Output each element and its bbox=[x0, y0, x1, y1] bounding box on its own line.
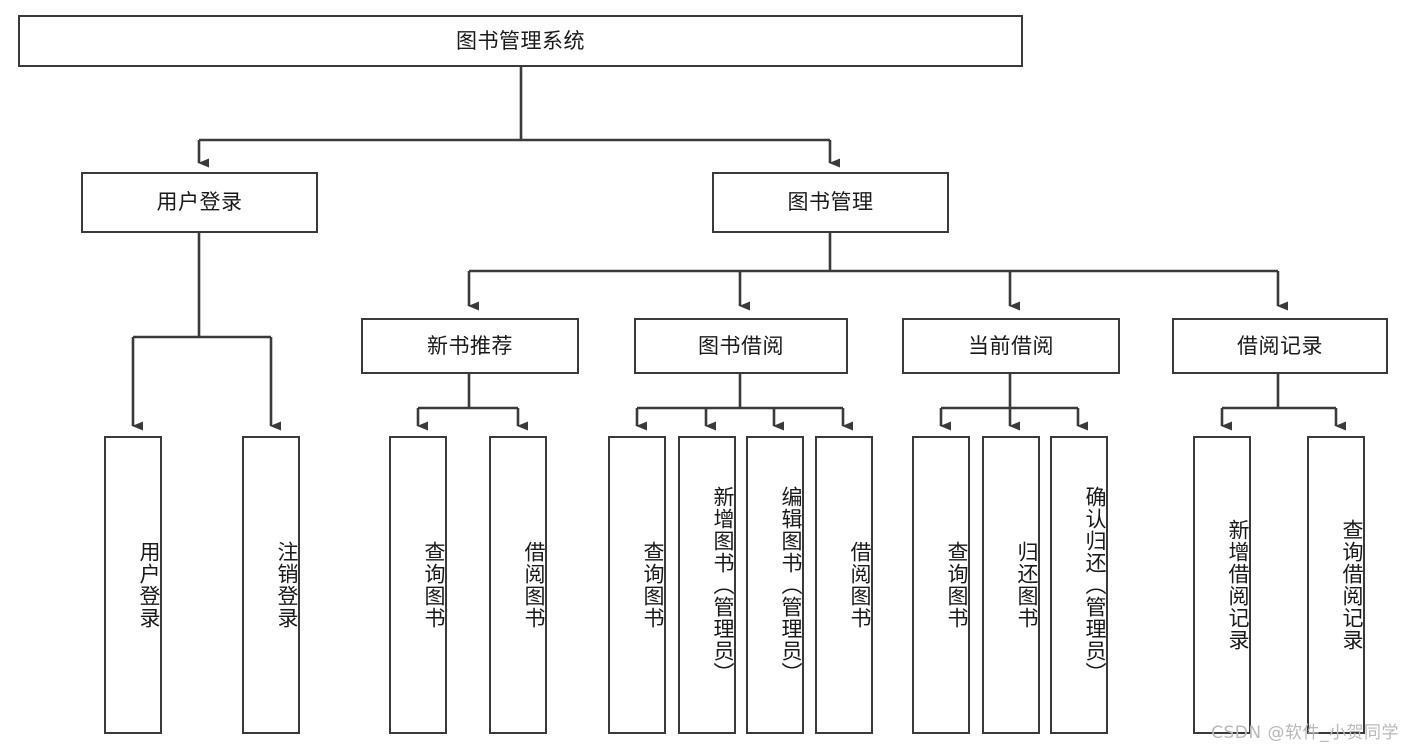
node-leaf-borrow-books-new-label: 借阅图书 bbox=[522, 541, 546, 629]
node-new-book-recommend-label: 新书推荐 bbox=[427, 333, 513, 358]
node-borrow-records-label: 借阅记录 bbox=[1237, 333, 1323, 358]
node-current-borrow-label: 当前借阅 bbox=[968, 333, 1054, 358]
node-borrow-records[interactable]: 借阅记录 bbox=[1172, 318, 1388, 374]
node-leaf-borrow-books[interactable]: 借阅图书 bbox=[815, 436, 873, 734]
node-leaf-confirm-return-admin-label: 确认归还（管理员） bbox=[1083, 486, 1107, 684]
node-leaf-add-book-admin[interactable]: 新增图书（管理员） bbox=[678, 436, 736, 734]
node-book-management-label: 图书管理 bbox=[787, 190, 874, 215]
node-user-login-label: 用户登录 bbox=[156, 190, 243, 215]
node-leaf-query-books-current-label: 查询图书 bbox=[945, 541, 969, 629]
node-leaf-query-books-new[interactable]: 查询图书 bbox=[389, 436, 447, 734]
node-leaf-query-books-borrow[interactable]: 查询图书 bbox=[608, 436, 666, 734]
watermark-text: CSDN @软件_小贺同学 bbox=[1211, 723, 1399, 743]
node-user-login[interactable]: 用户登录 bbox=[81, 172, 318, 233]
node-leaf-add-book-admin-label: 新增图书（管理员） bbox=[711, 486, 735, 684]
node-book-borrow[interactable]: 图书借阅 bbox=[634, 318, 848, 374]
node-book-management[interactable]: 图书管理 bbox=[712, 172, 949, 233]
node-leaf-user-login[interactable]: 用户登录 bbox=[104, 436, 162, 734]
node-leaf-add-borrow-record-label: 新增借阅记录 bbox=[1226, 519, 1250, 651]
node-leaf-logout-label: 注销登录 bbox=[275, 541, 299, 629]
node-leaf-edit-book-admin-label: 编辑图书（管理员） bbox=[779, 486, 803, 684]
node-leaf-add-borrow-record[interactable]: 新增借阅记录 bbox=[1193, 436, 1251, 734]
node-new-book-recommend[interactable]: 新书推荐 bbox=[361, 318, 579, 374]
node-leaf-query-borrow-record[interactable]: 查询借阅记录 bbox=[1307, 436, 1365, 734]
node-leaf-query-borrow-record-label: 查询借阅记录 bbox=[1340, 519, 1364, 651]
node-leaf-borrow-books-label: 借阅图书 bbox=[848, 541, 872, 629]
node-leaf-return-books-label: 归还图书 bbox=[1015, 541, 1039, 629]
node-leaf-query-books-current[interactable]: 查询图书 bbox=[912, 436, 970, 734]
node-leaf-return-books[interactable]: 归还图书 bbox=[982, 436, 1040, 734]
node-leaf-confirm-return-admin[interactable]: 确认归还（管理员） bbox=[1050, 436, 1108, 734]
node-leaf-user-login-label: 用户登录 bbox=[137, 541, 161, 629]
node-book-borrow-label: 图书借阅 bbox=[698, 333, 784, 358]
node-leaf-logout[interactable]: 注销登录 bbox=[242, 436, 300, 734]
node-current-borrow[interactable]: 当前借阅 bbox=[902, 318, 1120, 374]
node-leaf-edit-book-admin[interactable]: 编辑图书（管理员） bbox=[746, 436, 804, 734]
node-root[interactable]: 图书管理系统 bbox=[18, 15, 1023, 67]
node-leaf-query-books-borrow-label: 查询图书 bbox=[641, 541, 665, 629]
node-leaf-query-books-new-label: 查询图书 bbox=[422, 541, 446, 629]
node-leaf-borrow-books-new[interactable]: 借阅图书 bbox=[489, 436, 547, 734]
node-root-label: 图书管理系统 bbox=[456, 28, 585, 53]
